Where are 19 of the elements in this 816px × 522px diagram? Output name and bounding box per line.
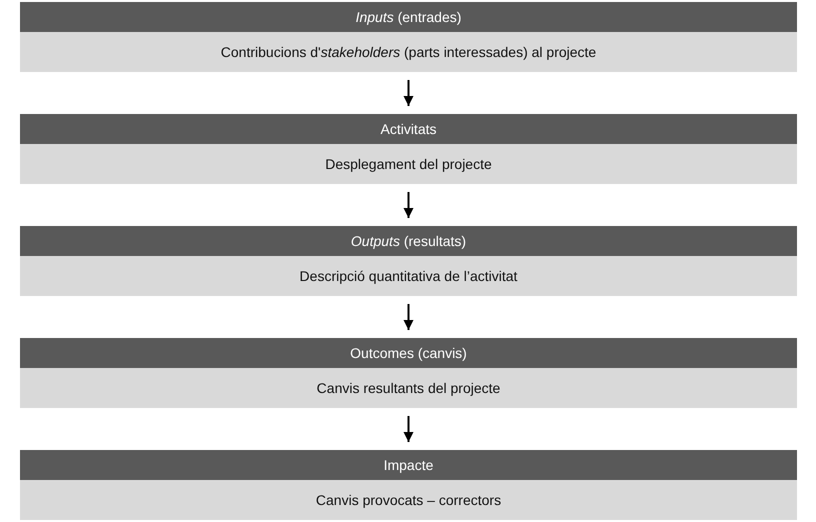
arrow (404, 80, 414, 106)
stage-description: Canvis resultants del projecte (20, 368, 797, 408)
stage-box (20, 338, 797, 408)
stage-description: Canvis provocats – correctors (20, 480, 797, 520)
arrow (404, 192, 414, 218)
stage-description: Desplegament del projecte (20, 144, 797, 184)
arrow (404, 416, 414, 442)
stage-description: Descripció quantitativa de l’activitat (20, 256, 797, 296)
stage-heading: Activitats (20, 114, 797, 144)
stage-box (20, 226, 797, 296)
stage-heading: Outputs (resultats) (20, 226, 797, 256)
stage-box (20, 2, 797, 72)
stage-heading: Impacte (20, 450, 797, 480)
stage-box (20, 450, 797, 520)
stage-description: Contribucions d'stakeholders (parts interessades) al projecte (20, 32, 797, 72)
stage-box (20, 114, 797, 184)
stage-heading: Inputs (entrades) (20, 2, 797, 32)
arrow (404, 304, 414, 330)
stage-heading: Outcomes (canvis) (20, 338, 797, 368)
